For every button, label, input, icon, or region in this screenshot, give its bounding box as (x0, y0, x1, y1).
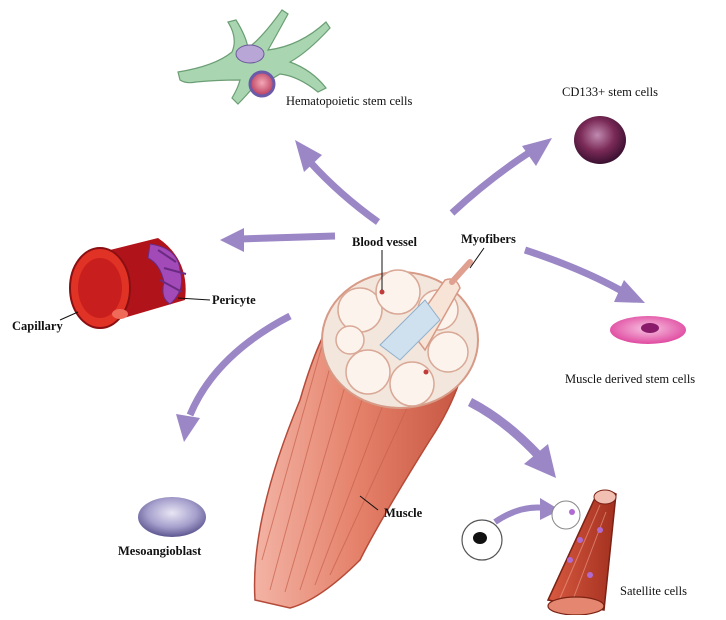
arrow-to-mesoangioblast (190, 316, 290, 415)
pericyte-label: Pericyte (212, 294, 256, 307)
myofibers-label: Myofibers (461, 233, 516, 246)
pointer-myofibers (470, 248, 484, 268)
arrow-satellite-inset (495, 508, 545, 522)
arrow-to-hematopoietic (310, 162, 378, 222)
arrow-to-capillary-head (220, 228, 244, 252)
muscle-label: Muscle (384, 507, 422, 520)
muscle-derived-label: Muscle derived stem cells (565, 373, 695, 386)
mesoangioblast-label: Mesoangioblast (118, 545, 201, 558)
cd133-cell (574, 116, 626, 164)
arrow-to-mesoangioblast-head (176, 414, 200, 442)
hematopoietic-label: Hematopoietic stem cells (286, 95, 412, 108)
arrow-to-satellite (470, 402, 538, 455)
capillary-illustration (70, 238, 186, 328)
muscle-derived-cell (610, 316, 686, 344)
mesoangioblast-cell (138, 497, 206, 537)
cd133-label: CD133+ stem cells (562, 86, 658, 99)
arrow-to-cd133 (452, 152, 530, 213)
arrow-to-muscle-derived (525, 250, 620, 290)
arrow-to-capillary (240, 236, 335, 239)
hematopoietic-cell (178, 10, 330, 104)
arrow-to-cd133-head (522, 138, 552, 166)
capillary-label: Capillary (12, 320, 63, 333)
blood-vessel-label: Blood vessel (352, 236, 417, 249)
satellite-label: Satellite cells (620, 585, 687, 598)
